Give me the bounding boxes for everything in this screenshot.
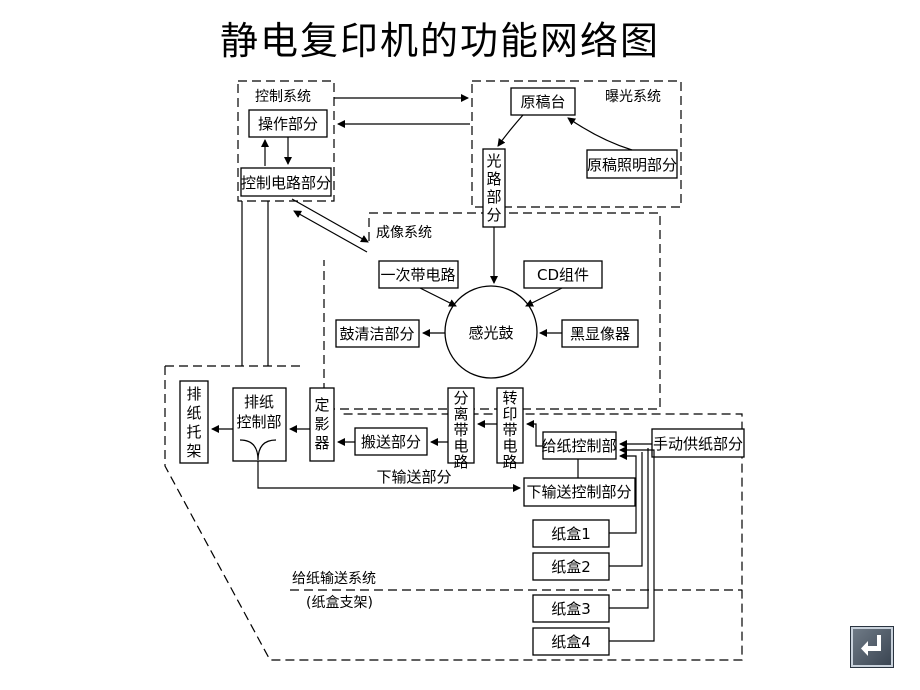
transport-label: 搬送部分 bbox=[361, 433, 421, 451]
fuser-box bbox=[309, 387, 335, 462]
arrow-feed-control-to-transfer bbox=[526, 420, 543, 447]
cd-unit-box bbox=[523, 260, 603, 289]
drum-label: 感光鼓 bbox=[468, 324, 513, 342]
drum-circle bbox=[444, 285, 538, 379]
primary-charge-label: 一次带电路 bbox=[380, 266, 455, 284]
return-arrow-icon bbox=[861, 635, 881, 656]
drum-clean-box bbox=[335, 319, 420, 348]
original-light-box bbox=[586, 149, 678, 179]
cassette-3-box bbox=[532, 594, 610, 623]
platen-box bbox=[510, 87, 576, 116]
platen-label: 原稿台 bbox=[520, 93, 565, 111]
lower-transport-control-box bbox=[523, 477, 636, 507]
imaging-system-label: 成像系统 bbox=[376, 225, 432, 241]
control-system-boundary bbox=[237, 80, 335, 202]
arrow-control-to-imaging bbox=[291, 198, 369, 243]
control-circuit-box bbox=[240, 167, 332, 197]
control-system-label: 控制系统 bbox=[255, 89, 311, 105]
transport-box bbox=[354, 427, 428, 456]
lower-transport-label: 下输送部分 bbox=[376, 468, 451, 486]
cassette-feed-line-1 bbox=[609, 452, 637, 534]
arrow-charge-to-drum bbox=[419, 287, 457, 307]
feed-control-label: 给纸控制部 bbox=[541, 437, 616, 455]
arrow-platen-to-optical bbox=[497, 114, 524, 147]
transfer-label: 转印带电路 bbox=[502, 389, 517, 471]
primary-charge-box bbox=[378, 260, 459, 289]
original-light-label: 原稿照明部分 bbox=[587, 156, 677, 174]
exit-control-split bbox=[239, 439, 277, 461]
manual-feed-box bbox=[651, 428, 745, 458]
cassette-feed-line-2 bbox=[609, 452, 643, 567]
cassette-1-box bbox=[532, 519, 610, 548]
arrow-cd-to-drum bbox=[525, 287, 563, 307]
developer-label: 黑显像器 bbox=[570, 325, 630, 343]
imaging-system-boundary bbox=[323, 212, 661, 410]
arrow-imaging-to-control bbox=[293, 210, 368, 253]
exposure-system-boundary bbox=[471, 80, 682, 208]
separation-box bbox=[447, 387, 475, 464]
exit-tray-box bbox=[179, 380, 209, 464]
cassette-2-box bbox=[532, 552, 610, 581]
exposure-system-label: 曝光系统 bbox=[605, 89, 661, 105]
drum-clean-label: 鼓清洁部分 bbox=[339, 325, 414, 343]
cassette-1-label: 纸盒1 bbox=[551, 525, 591, 543]
cassette-feed-line-4 bbox=[609, 446, 655, 642]
back-button[interactable] bbox=[850, 626, 894, 668]
fuser-label: 定影器 bbox=[314, 396, 329, 452]
exit-tray-label: 排纸托架 bbox=[186, 385, 201, 460]
exit-control-label: 排纸控制部 bbox=[236, 393, 281, 431]
developer-box bbox=[561, 319, 639, 348]
separation-label: 分离带电路 bbox=[453, 389, 468, 471]
page-title: 静电复印机的功能网络图 bbox=[219, 19, 660, 63]
lower-transport-control-label: 下输送控制部分 bbox=[526, 483, 631, 501]
cd-unit-label: CD组件 bbox=[537, 266, 589, 284]
arrow-light-to-platen bbox=[567, 117, 633, 151]
cassette-feed-line-3 bbox=[609, 448, 649, 609]
feed-system-sublabel: (纸盒支架) bbox=[306, 594, 373, 611]
optical-path-label: 光路部分 bbox=[486, 152, 501, 224]
cassette-2-label: 纸盒2 bbox=[551, 558, 591, 576]
control-circuit-label: 控制电路部分 bbox=[241, 174, 331, 192]
cassette-4-label: 纸盒4 bbox=[551, 633, 591, 651]
operation-label: 操作部分 bbox=[258, 115, 318, 133]
feed-system-label: 给纸输送系统 bbox=[292, 571, 376, 587]
cassette-3-label: 纸盒3 bbox=[551, 600, 591, 618]
arrow-exit-to-lower-transport bbox=[257, 461, 521, 492]
manual-feed-label: 手动供纸部分 bbox=[653, 435, 743, 453]
transfer-box bbox=[496, 387, 524, 464]
